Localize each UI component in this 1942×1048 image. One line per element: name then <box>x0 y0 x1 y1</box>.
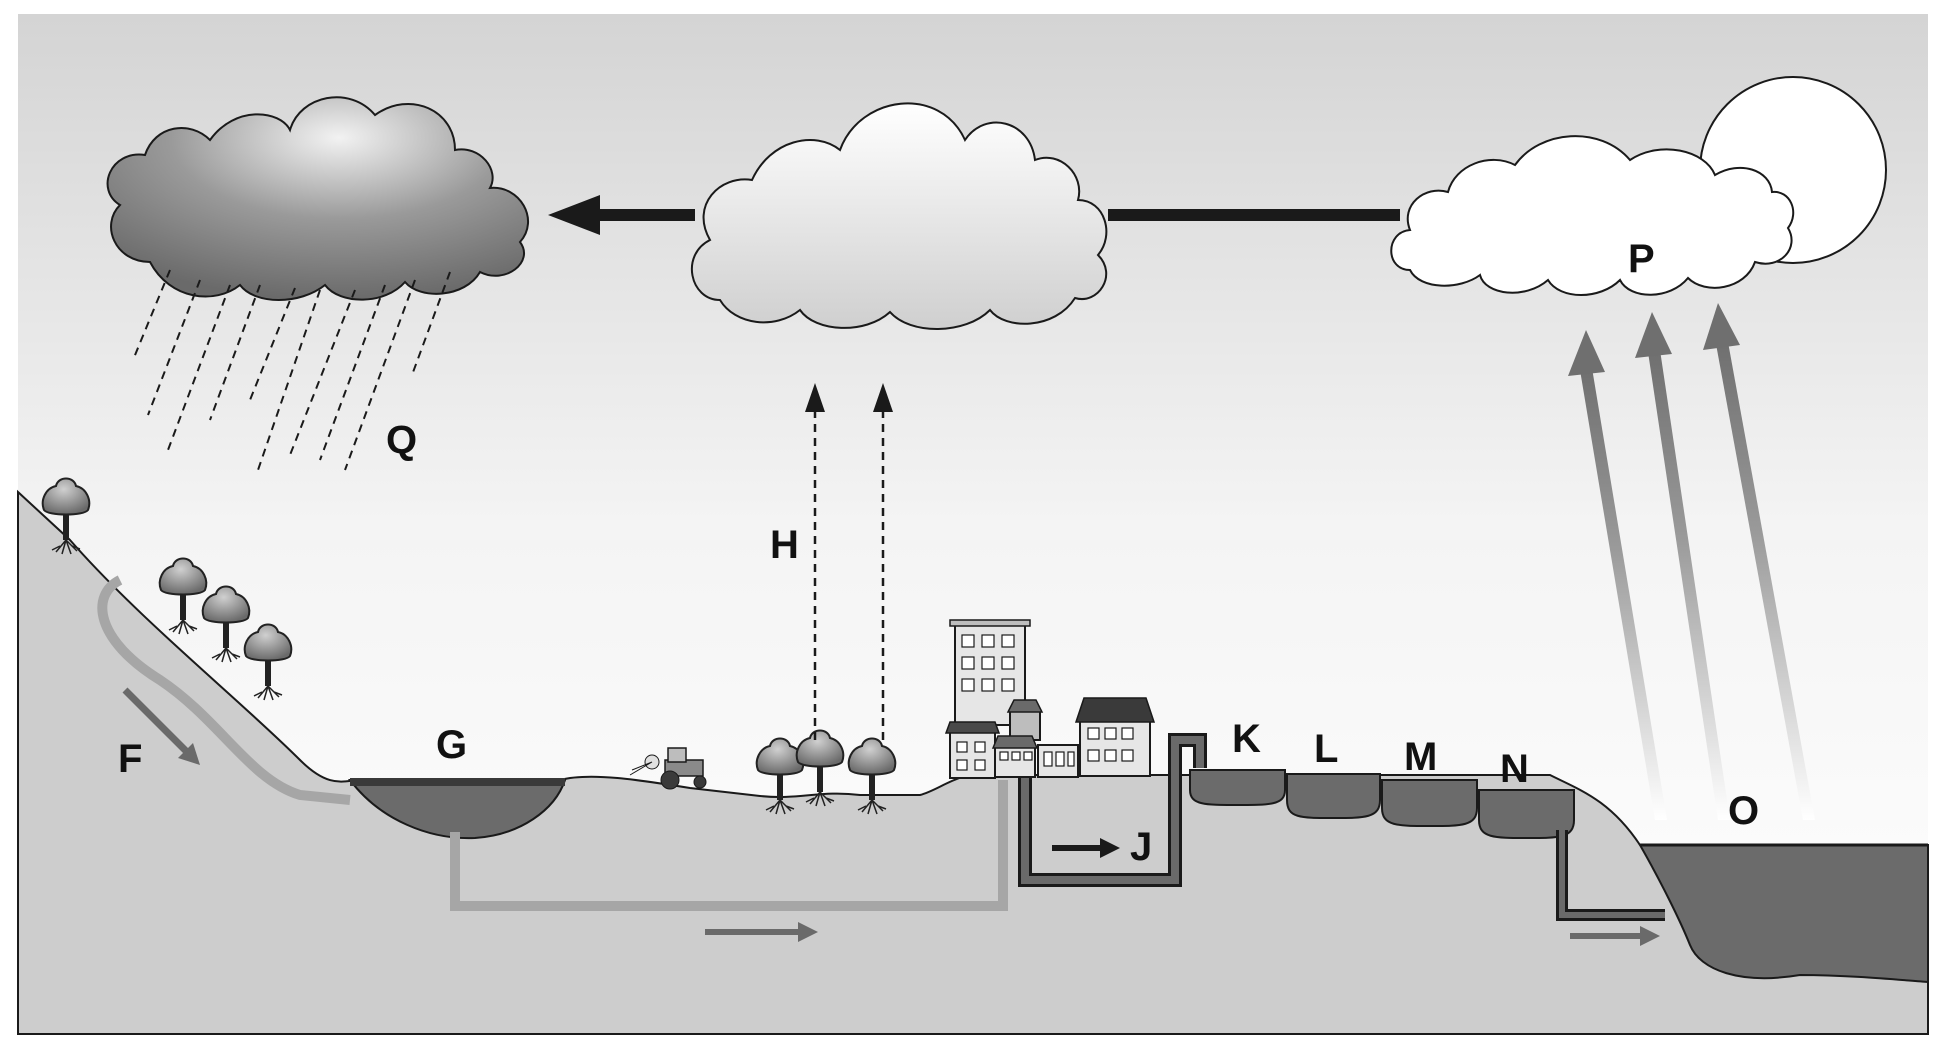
tank-l <box>1286 773 1381 819</box>
label-j: J <box>1130 825 1152 869</box>
tractor-icon <box>629 747 707 790</box>
outflow-arrow <box>1570 926 1660 946</box>
lake-g-surface <box>350 778 565 786</box>
label-m: M <box>1404 735 1437 779</box>
transpiration-arrows <box>805 383 893 740</box>
tank-k <box>1189 769 1286 806</box>
building-icon <box>944 721 1001 779</box>
label-o: O <box>1728 789 1759 833</box>
label-n: N <box>1500 747 1529 791</box>
pipe-j-arrow <box>1052 838 1120 858</box>
flow-arrow-f <box>122 687 200 765</box>
label-k: K <box>1232 717 1261 761</box>
advection-arrow <box>548 195 1400 235</box>
cloud-icon <box>691 102 1108 330</box>
label-f: F <box>118 737 142 781</box>
lake-g <box>347 779 567 840</box>
groundwater-flow <box>450 780 1008 911</box>
tank-n <box>1478 789 1575 839</box>
label-l: L <box>1314 727 1338 771</box>
tank-m <box>1381 779 1478 827</box>
building-icon <box>991 699 1079 778</box>
label-g: G <box>436 723 467 767</box>
hillside-subsurface-flow <box>97 575 351 805</box>
rain-lines <box>132 269 451 471</box>
label-h: H <box>770 523 799 567</box>
groundwater-arrow <box>705 922 818 942</box>
cloud-icon <box>1390 135 1795 296</box>
label-q: Q <box>386 418 417 462</box>
outflow-pipe-inner <box>1559 830 1665 918</box>
pipe-j-inner <box>1021 736 1204 884</box>
evaporation-arrows <box>1568 303 1815 820</box>
rain-cloud-icon <box>106 96 530 301</box>
ocean <box>1638 844 1929 984</box>
label-p: P <box>1628 237 1655 281</box>
building-icon <box>1074 697 1156 777</box>
ground <box>17 489 1929 1035</box>
